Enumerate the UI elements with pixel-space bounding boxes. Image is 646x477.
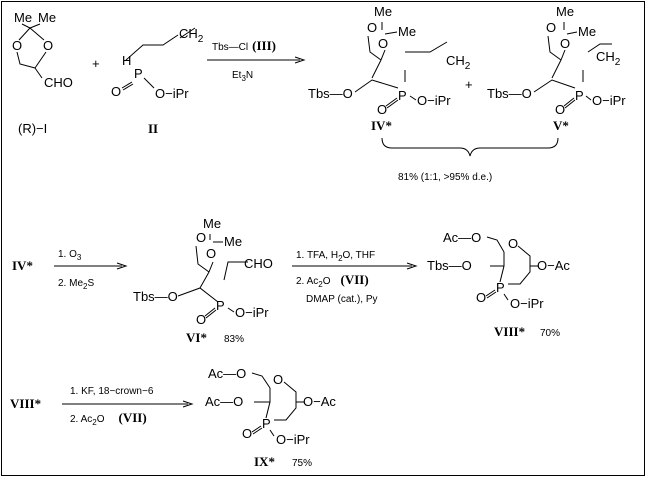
phosphorus-label: P bbox=[134, 66, 143, 81]
phosphorus-label: P bbox=[216, 298, 225, 313]
compound-label: II bbox=[148, 121, 158, 136]
ring-oxygen-label: O bbox=[378, 36, 388, 51]
reagent-label: 2. Ac2O(VII) bbox=[70, 410, 147, 427]
compound-label: IV* bbox=[12, 258, 33, 273]
yield-label: 75% bbox=[292, 458, 312, 469]
ring-oxygen-label: O bbox=[12, 38, 22, 53]
compound-viii: Ac—O O Tbs—O O−Ac P O O−iPr VIII* 70% bbox=[427, 230, 570, 339]
acetoxy-label: O−Ac bbox=[537, 258, 570, 273]
compound-r-i: Me Me O O CHO (R)−I bbox=[12, 10, 73, 136]
ring-oxygen-label: O bbox=[560, 36, 570, 51]
compound-vi: Me Me O O CHO Tbs—O P O O−iPr VI* 83% bbox=[133, 216, 273, 345]
phosphorus-label: P bbox=[262, 416, 271, 431]
reaction-arrow-step-4: 1. KF, 18−crown−6 2. Ac2O(VII) bbox=[62, 386, 194, 427]
hydrogen-label: H bbox=[122, 53, 131, 68]
tbs-ether-label: Tbs—O bbox=[487, 86, 532, 101]
oxo-label: O bbox=[242, 426, 252, 441]
acetoxy-label: Ac—O bbox=[443, 230, 481, 245]
aldehyde-label: CHO bbox=[44, 75, 73, 90]
methyl-label: Me bbox=[374, 4, 392, 19]
phosphorus-label: P bbox=[575, 88, 584, 103]
compound-label: IV* bbox=[371, 118, 392, 133]
methyl-label: Me bbox=[224, 234, 242, 249]
vinyl-label: CH2 bbox=[596, 49, 621, 68]
yield-label: 83% bbox=[224, 334, 244, 345]
reaction-arrow-step-3: 1. TFA, H2O, THF 2. Ac2O(VII) DMAP (cat.… bbox=[292, 250, 418, 305]
methyl-label: Me bbox=[578, 24, 596, 39]
vinyl-label: CH2 bbox=[446, 53, 471, 72]
compound-label: VI* bbox=[186, 330, 207, 345]
compound-ii: CH2 H P O O−iPr II bbox=[111, 26, 204, 136]
compound-v: Me Me O O CH2 Tbs—O P O O−iPr V* bbox=[487, 4, 626, 133]
phosphorus-label: P bbox=[398, 88, 407, 103]
aldehyde-label: CHO bbox=[244, 256, 273, 271]
reagent-label: 1. TFA, H2O, THF bbox=[296, 250, 375, 263]
compound-label: IX* bbox=[254, 454, 275, 469]
oxo-label: O bbox=[111, 84, 121, 99]
methyl-label: Me bbox=[38, 10, 56, 25]
ring-oxygen-label: O bbox=[546, 20, 556, 35]
tbs-ether-label: Tbs—O bbox=[427, 258, 472, 273]
reagent-label: 1. O3 bbox=[58, 249, 82, 262]
reagent-label: Tbs—Cl(III) bbox=[212, 38, 276, 53]
ring-oxygen-label: O bbox=[206, 246, 216, 261]
yield-label: 70% bbox=[540, 328, 560, 339]
tbs-ether-label: Tbs—O bbox=[308, 86, 353, 101]
reagent-label: DMAP (cat.), Py bbox=[306, 294, 378, 305]
compound-label: V* bbox=[553, 118, 569, 133]
methyl-label: Me bbox=[203, 216, 221, 231]
ring-oxygen-label: O bbox=[196, 230, 206, 245]
methyl-label: Me bbox=[556, 4, 574, 19]
oxo-label: O bbox=[377, 102, 387, 117]
reagent-label: Et3N bbox=[232, 70, 253, 83]
acetoxy-label: O−Ac bbox=[303, 394, 336, 409]
vinyl-label: CH2 bbox=[179, 26, 204, 45]
isopropoxy-label: O−iPr bbox=[235, 305, 269, 320]
reagent-label: 2. Ac2O(VII) bbox=[296, 272, 369, 289]
acetoxy-label: Ac—O bbox=[205, 394, 243, 409]
yield-label: 81% (1:1, >95% d.e.) bbox=[398, 172, 492, 183]
isopropoxy-label: O−iPr bbox=[276, 432, 310, 447]
compound-iv: Me Me O O CH2 Tbs—O P O O−iPr IV* bbox=[308, 4, 471, 133]
oxo-label: O bbox=[476, 290, 486, 305]
compound-label: VIII* bbox=[10, 396, 41, 411]
reaction-arrow-step-1: Tbs—Cl(III) Et3N bbox=[207, 38, 306, 83]
isopropoxy-label: O−iPr bbox=[417, 93, 451, 108]
phosphorus-label: P bbox=[496, 280, 505, 295]
ring-oxygen-label: O bbox=[273, 372, 283, 387]
compound-label: (R)−I bbox=[18, 121, 47, 136]
oxo-label: O bbox=[555, 102, 565, 117]
compound-label: VIII* bbox=[494, 324, 525, 339]
ring-oxygen-label: O bbox=[508, 236, 518, 251]
compound-ix: Ac—O O Ac—O O−Ac P O O−iPr IX* 75% bbox=[205, 366, 336, 469]
methyl-label: Me bbox=[14, 10, 32, 25]
plus-sign: + bbox=[92, 56, 100, 71]
reagent-label: 1. KF, 18−crown−6 bbox=[70, 386, 154, 397]
isopropoxy-label: O−iPr bbox=[510, 296, 544, 311]
acetoxy-label: Ac—O bbox=[208, 366, 246, 381]
ring-oxygen-label: O bbox=[43, 38, 53, 53]
methyl-label: Me bbox=[398, 24, 416, 39]
isopropoxy-label: O−iPr bbox=[592, 93, 626, 108]
grouping-brace bbox=[381, 137, 559, 157]
isopropoxy-label: O−iPr bbox=[155, 86, 189, 101]
plus-sign: + bbox=[465, 77, 473, 92]
reaction-arrow-step-2: 1. O3 2. Me2S bbox=[54, 249, 128, 291]
reagent-label: 2. Me2S bbox=[58, 278, 94, 291]
ring-oxygen-label: O bbox=[367, 20, 377, 35]
oxo-label: O bbox=[196, 312, 206, 327]
tbs-ether-label: Tbs—O bbox=[133, 289, 178, 304]
